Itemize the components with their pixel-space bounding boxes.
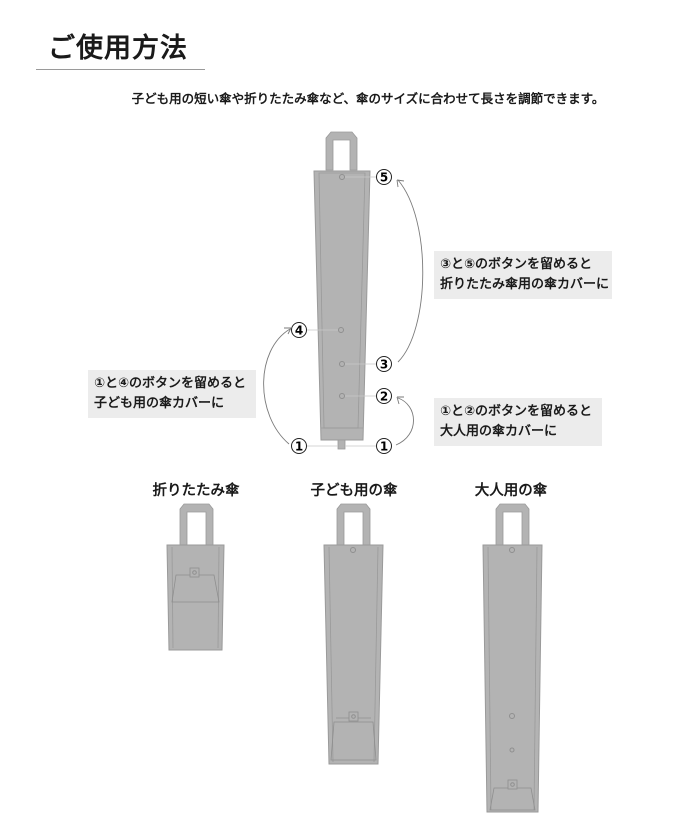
callout-folding-line-1: ③と⑤のボタンを留めると (440, 257, 593, 272)
svg-text:1: 1 (380, 440, 388, 454)
button-markers: 5 4 3 2 1 1 (291, 169, 392, 454)
button-4-dot (338, 327, 344, 333)
main-bag-illustration: 5 4 3 2 1 1 (263, 131, 424, 454)
folding-bag-illustration (166, 503, 225, 651)
page-subtitle: 子ども用の短い傘や折りたたみ傘など、傘のサイズに合わせて長さを調節できます。 (131, 91, 605, 106)
callout-kids-line-1: ①と④のボタンを留めると (94, 376, 247, 391)
callout-folding-line-2: 折りたたみ傘用の傘カバーに (440, 277, 610, 292)
kids-bag-illustration (323, 503, 384, 765)
svg-text:3: 3 (380, 358, 388, 372)
button-2-dot (339, 393, 345, 399)
arrow-1-to-4 (263, 328, 291, 445)
callout-adult-line-1: ①と②のボタンを留めると (440, 404, 593, 419)
svg-text:4: 4 (295, 324, 303, 338)
caption-adult: 大人用の傘 (474, 483, 548, 499)
arrow-3-to-5 (397, 179, 424, 363)
callout-kids: ①と④のボタンを留めると 子ども用の傘カバーに (88, 370, 256, 418)
title-divider (36, 69, 205, 70)
page-title: ご使用方法 (48, 33, 188, 64)
caption-folding: 折りたたみ傘 (152, 483, 240, 499)
adult-bag-illustration (482, 503, 543, 813)
svg-text:2: 2 (380, 390, 388, 404)
callout-folding: ③と⑤のボタンを留めると 折りたたみ傘用の傘カバーに (434, 251, 612, 299)
button-3-dot (339, 361, 345, 367)
arrow-1-to-2 (395, 397, 414, 446)
callout-kids-line-2: 子ども用の傘カバーに (94, 396, 225, 411)
button-5-dot (339, 174, 345, 180)
svg-text:5: 5 (380, 171, 388, 185)
callout-adult: ①と②のボタンを留めると 大人用の傘カバーに (434, 398, 602, 446)
caption-kids: 子ども用の傘 (310, 483, 398, 499)
svg-text:1: 1 (295, 440, 303, 454)
callout-adult-line-2: 大人用の傘カバーに (440, 424, 558, 439)
